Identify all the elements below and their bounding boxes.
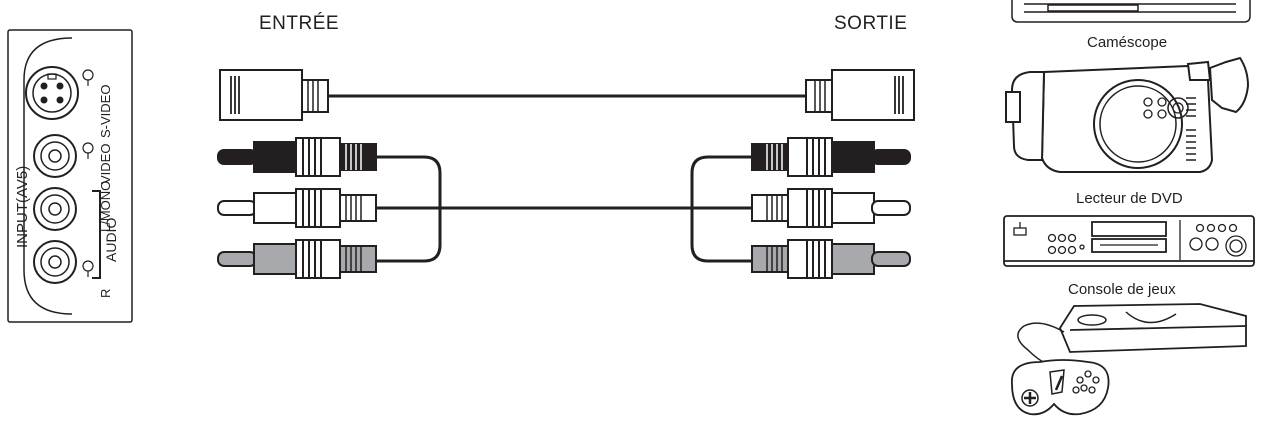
game-console-label: Console de jeux (1068, 281, 1176, 298)
svideo-label: S-VIDEO (98, 84, 113, 138)
audio-r-plug-right (751, 239, 911, 279)
video-jack (33, 134, 77, 178)
audio-l-plug-right (751, 188, 911, 228)
svideo-jack (25, 66, 79, 120)
game-console-icon (1011, 303, 1247, 416)
input-symbol-icon (82, 69, 94, 277)
video-plug-left (217, 137, 377, 177)
cables (328, 94, 806, 263)
input-heading: ENTRÉE (259, 13, 340, 34)
vcr-icon (1011, 0, 1251, 23)
audio-label: AUDIO (103, 217, 119, 262)
camcorder-icon (1005, 56, 1250, 173)
output-heading: SORTIE (834, 13, 908, 34)
audio-l-jack (33, 187, 77, 231)
video-label: VIDEO (98, 143, 113, 184)
dvd-player-icon (1003, 215, 1255, 267)
dvd-player-label: Lecteur de DVD (1076, 190, 1183, 207)
video-plug-right (751, 137, 911, 177)
svideo-plug-right (805, 69, 915, 121)
audio-r-plug-left (217, 239, 377, 279)
input-panel (7, 29, 133, 323)
audio-r-jack (33, 240, 77, 284)
panel-title: INPUT(AV5) (14, 165, 31, 248)
audio-l-plug-left (217, 188, 377, 228)
camcorder-label: Caméscope (1087, 34, 1168, 51)
r-label: R (98, 288, 113, 298)
svideo-plug-left (219, 69, 329, 121)
audio-bracket (92, 190, 101, 279)
